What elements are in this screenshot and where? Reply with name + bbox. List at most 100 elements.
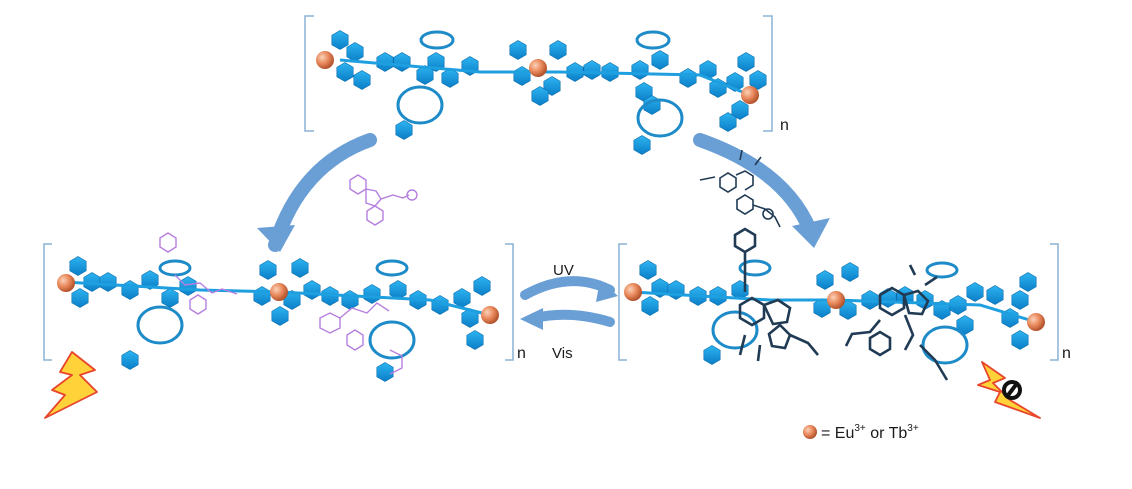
macrocycle-rings	[711, 259, 969, 365]
hexagon-unit	[453, 288, 471, 308]
hexagon-unit	[291, 258, 309, 278]
hexagon-unit	[376, 52, 394, 72]
hexagon-unit	[121, 280, 139, 300]
hexagon-unit	[633, 135, 651, 155]
bracket-right	[1050, 243, 1059, 361]
hexagon-unit	[271, 306, 289, 326]
hexagon-unit	[363, 284, 381, 304]
hexagon-unit	[737, 52, 755, 72]
hexagon-unit	[346, 42, 364, 62]
linker-bonds	[339, 58, 751, 97]
hexagon-unit	[395, 120, 413, 140]
macrocycle-rings	[136, 259, 416, 360]
hexagon-unit	[731, 100, 749, 120]
hexagon-unit	[1011, 330, 1029, 350]
metal-ion	[481, 306, 499, 324]
metal-ion	[57, 274, 75, 292]
hexagon-unit	[531, 86, 549, 106]
hexagon-framework	[639, 260, 1037, 365]
hexagon-unit	[549, 40, 567, 60]
hexagon-unit	[71, 288, 89, 308]
hexagon-unit	[1011, 290, 1029, 310]
hexagon-unit	[703, 345, 721, 365]
hexagon-unit	[667, 280, 685, 300]
hexagon-unit	[513, 66, 531, 86]
hexagon-unit	[259, 260, 277, 280]
hexagon-unit	[141, 270, 159, 290]
hexagon-unit	[841, 262, 859, 282]
metal-ion	[1027, 313, 1045, 331]
hexagon-framework	[331, 30, 767, 155]
hexagon-unit	[336, 62, 354, 82]
open-form-guest	[159, 232, 403, 375]
legend: = Eu3+ or Tb3+	[803, 423, 919, 442]
arrow-head-right	[792, 218, 830, 248]
hexagon-unit	[69, 256, 87, 276]
legend-or-tb: or Tb	[866, 425, 908, 442]
metal-ion	[529, 59, 547, 77]
hexagon-framework	[69, 256, 491, 382]
repeat-unit-label: n	[780, 117, 789, 134]
hexagon-unit	[161, 288, 179, 308]
repeat-unit-label: n	[1062, 345, 1071, 362]
hexagon-unit	[331, 30, 349, 50]
hexagon-unit	[956, 315, 974, 335]
hexagon-unit	[631, 60, 649, 80]
hexagon-unit	[179, 276, 197, 296]
hexagon-unit	[509, 40, 527, 60]
hexagon-unit	[543, 76, 561, 96]
legend-sup-eu: 3+	[854, 423, 866, 434]
metal-ion	[316, 51, 334, 69]
hexagon-unit	[341, 290, 359, 310]
metal-ion	[624, 283, 642, 301]
metal-ion	[741, 86, 759, 104]
hexagon-unit	[473, 276, 491, 296]
closed-form-molecule	[699, 149, 781, 228]
hexagon-unit	[966, 282, 984, 302]
open-form-molecule	[349, 174, 418, 226]
bracket-left	[304, 15, 314, 132]
hexagon-unit	[376, 362, 394, 382]
macrocycle-rings	[396, 30, 684, 138]
uv-label: UV	[553, 262, 574, 279]
legend-metal-ion	[803, 425, 817, 439]
legend-text: = Eu3+ or Tb3+	[821, 423, 919, 442]
uv-vis-switch: UV Vis	[520, 262, 618, 362]
vis-label: Vis	[552, 345, 573, 362]
uv-arrow-head	[596, 280, 618, 302]
legend-sup-tb: 3+	[907, 423, 919, 434]
hexagon-unit	[651, 50, 669, 70]
metal-ion	[827, 291, 845, 309]
closed-form-guest	[733, 227, 949, 381]
legend-eq: = Eu	[821, 425, 854, 442]
lightning-bolt-icon	[44, 351, 98, 419]
hexagon-unit	[121, 350, 139, 370]
bracket-right	[763, 15, 773, 132]
bracket-left	[43, 243, 52, 361]
hexagon-unit	[253, 286, 271, 306]
bracket-left	[618, 243, 627, 361]
arrow-head-left	[257, 225, 295, 252]
hexagon-unit	[441, 68, 459, 88]
lightning-bolt-crossed-icon	[977, 361, 1041, 419]
hexagon-unit	[719, 112, 737, 132]
metal-ion	[270, 283, 288, 301]
hexagon-unit	[679, 68, 697, 88]
hexagon-unit	[353, 70, 371, 90]
bracket-right	[505, 243, 514, 361]
hexagon-unit	[641, 296, 659, 316]
vis-arrow-head	[520, 308, 543, 330]
hexagon-unit	[416, 65, 434, 85]
arrow-down-right	[693, 133, 817, 237]
hexagon-unit	[583, 60, 601, 80]
hexagon-unit	[986, 285, 1004, 305]
uv-arrow	[520, 276, 615, 300]
hexagon-unit	[393, 52, 411, 72]
hexagon-unit	[639, 260, 657, 280]
vis-arrow	[530, 309, 615, 327]
polymer-open-form: n	[43, 232, 526, 382]
hexagon-unit	[466, 330, 484, 350]
hexagon-unit	[303, 280, 321, 300]
hexagon-unit	[749, 70, 767, 90]
